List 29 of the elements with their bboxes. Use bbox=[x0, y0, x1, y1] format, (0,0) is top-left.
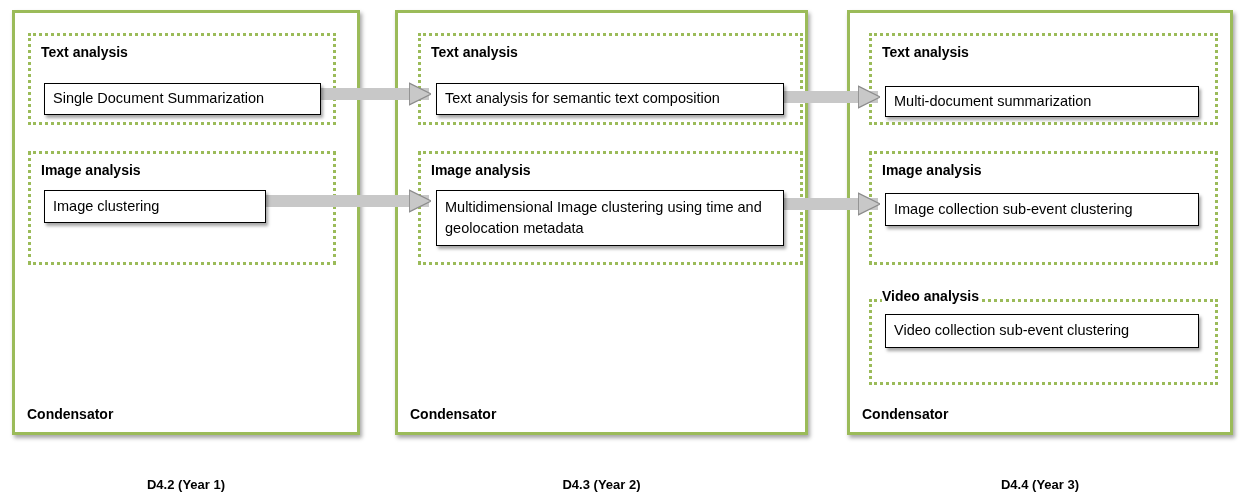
process-box: Video collection sub-event clustering bbox=[885, 314, 1199, 348]
dotted-group-frame bbox=[28, 151, 336, 265]
group-heading: Image analysis bbox=[882, 162, 982, 178]
panel bbox=[847, 10, 1233, 435]
process-box: Image collection sub-event clustering bbox=[885, 193, 1199, 226]
dotted-group-frame bbox=[28, 33, 336, 125]
dotted-group-frame bbox=[869, 33, 1218, 125]
panel-caption: D4.2 (Year 1) bbox=[147, 477, 225, 492]
panel-label: Condensator bbox=[27, 406, 114, 422]
process-box: Multidimensional Image clustering using time and geolocation metadata bbox=[436, 190, 784, 246]
panel-caption: D4.4 (Year 3) bbox=[1001, 477, 1079, 492]
process-box: Image clustering bbox=[44, 190, 266, 223]
panel bbox=[395, 10, 808, 435]
process-box: Multi-document summarization bbox=[885, 86, 1199, 117]
group-heading: Video analysis bbox=[882, 288, 979, 304]
group-heading: Text analysis bbox=[41, 44, 128, 60]
group-heading: Text analysis bbox=[431, 44, 518, 60]
process-box: Single Document Summarization bbox=[44, 83, 321, 115]
dotted-group-frame bbox=[418, 151, 803, 265]
panel-label: Condensator bbox=[862, 406, 949, 422]
group-heading: Image analysis bbox=[431, 162, 531, 178]
panel-caption: D4.3 (Year 2) bbox=[562, 477, 641, 492]
group-heading: Image analysis bbox=[41, 162, 141, 178]
panel bbox=[12, 10, 360, 435]
panel-label: Condensator bbox=[410, 406, 497, 422]
dotted-group-frame bbox=[869, 151, 1218, 265]
process-box: Text analysis for semantic text composition bbox=[436, 83, 784, 115]
dotted-group-frame bbox=[418, 33, 803, 125]
group-heading: Text analysis bbox=[882, 44, 969, 60]
